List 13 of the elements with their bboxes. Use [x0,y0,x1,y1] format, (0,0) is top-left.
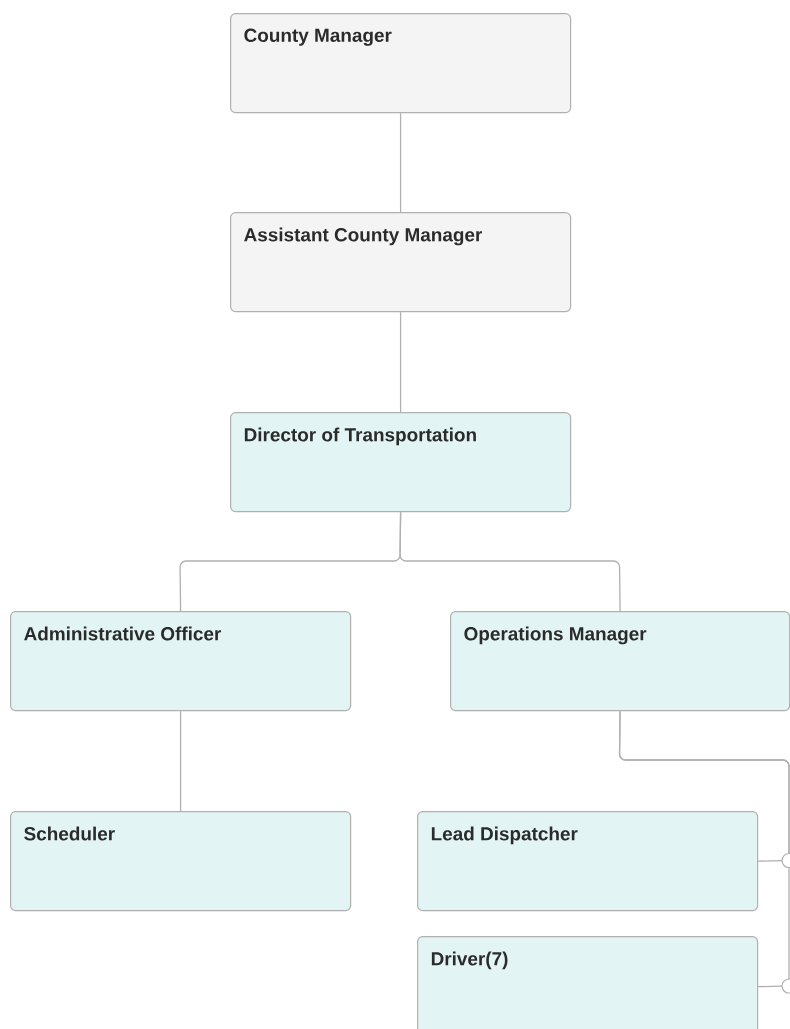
connector-line [399,112,402,213]
connector-line [618,710,790,988]
org-box: Scheduler [10,811,352,912]
org-box: Director of Transportation [230,412,572,513]
org-box: Operations Manager [450,611,790,712]
org-box: Administrative Officer [10,611,352,712]
connector-line [399,311,402,413]
org-box: Assistant County Manager [230,212,572,313]
org-box: Lead Dispatcher [417,811,759,912]
connector-line [179,710,182,812]
org-box: Driver(7) [417,936,759,1029]
connector-line [399,511,621,612]
org-box: County Manager [230,13,572,114]
